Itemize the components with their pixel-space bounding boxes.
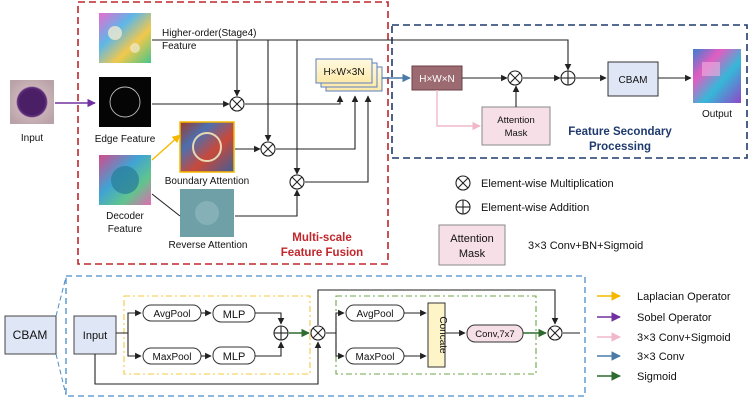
add-node-channel (273, 325, 289, 341)
multiply-node-2 (260, 141, 276, 157)
decoder-to-reverse-line (151, 193, 181, 217)
attention-mask-line2: Mask (505, 128, 528, 139)
secondary-connections (462, 74, 692, 107)
avgpool-channel-label: AvgPool (153, 309, 190, 320)
maxpool-channel-label: MaxPool (153, 352, 192, 363)
decoder-label-line2: Feature (108, 224, 143, 235)
secondary-title-line1: Feature Secondary (568, 126, 672, 138)
mlp-1-label: MLP (223, 309, 246, 321)
cbam-expand-line-bottom (55, 353, 67, 396)
decoder-feature-image (99, 155, 151, 205)
input-label: Input (21, 133, 43, 144)
multiscale-fusion-region (77, 1, 389, 265)
cbam-block-bottom (4, 315, 57, 355)
cbam-label-bottom: CBAM (13, 328, 48, 342)
multiply-node-3 (289, 174, 305, 190)
concat-label: H×W×3N (323, 67, 364, 78)
concat-feature-block (315, 58, 383, 92)
cbam-label-top: CBAM (619, 75, 648, 86)
mlp-2-label: MLP (223, 351, 246, 363)
cbam-block-top (607, 61, 659, 97)
laplacian-arrow (151, 134, 181, 161)
multiply-node-final (547, 325, 563, 341)
higher-order-feature-image (99, 13, 151, 63)
cbam-input-label: Input (83, 330, 107, 342)
cbam-connections (94, 289, 580, 385)
cbam-expand-line-top (55, 276, 67, 317)
legend-arrow-label-3: 3×3 Conv+Sigmoid (637, 332, 731, 344)
input-image (10, 80, 54, 124)
legend-arrow-label-2: Sobel Operator (637, 312, 712, 324)
edge-feature-image (99, 77, 151, 127)
legend-add-icon (455, 199, 471, 215)
multiply-node-channel (310, 325, 326, 341)
legend-add-label: Element-wise Addition (481, 202, 589, 214)
hwn-label: H×W×N (419, 74, 455, 85)
conv-sigmoid-arrow (436, 90, 481, 131)
conv7x7-label: Conv,7x7 (475, 329, 514, 340)
avgpool-spatial-label: AvgPool (356, 309, 393, 320)
secondary-processing-region (391, 24, 748, 159)
decoder-label-line1: Decoder (106, 211, 144, 222)
legend-mask-line1: Attention (450, 233, 493, 245)
higher-order-label-line2: Feature (162, 41, 197, 52)
reverse-attention-image (180, 189, 234, 237)
legend-arrow-label-5: Sigmoid (637, 371, 677, 383)
legend-multiply-label: Element-wise Multiplication (481, 178, 614, 190)
legend-arrow-label-4: 3×3 Conv (637, 351, 685, 363)
boundary-attention-image (179, 121, 235, 173)
fusion-connections (152, 39, 572, 217)
legend-mask-desc: 3×3 Conv+BN+Sigmoid (528, 240, 643, 252)
higher-order-label-line1: Higher-order(Stage4) (162, 28, 257, 39)
boundary-attention-label: Boundary Attention (165, 176, 250, 187)
legend-mask-box (438, 224, 506, 266)
fusion-title-line1: Multi-scale (292, 232, 351, 244)
legend-mask-line2: Mask (459, 248, 486, 260)
legend-multiply-icon (455, 175, 471, 191)
output-label: Output (702, 109, 732, 120)
secondary-title-line2: Processing (589, 141, 651, 153)
edge-feature-label: Edge Feature (95, 134, 156, 145)
add-node-secondary (560, 70, 576, 86)
concate-label: Concate (437, 316, 448, 354)
attention-mask-block (481, 106, 551, 146)
fusion-title-line2: Feature Fusion (281, 247, 363, 259)
legend-arrow-label-1: Laplacian Operator (637, 291, 731, 303)
reverse-attention-label: Reverse Attention (169, 240, 248, 251)
multiply-node-1 (229, 96, 245, 112)
cbam-input-block (73, 315, 117, 355)
concate-block (427, 302, 446, 368)
spatial-attention-region (335, 295, 537, 375)
channel-attention-region (123, 295, 311, 375)
maxpool-spatial-label: MaxPool (356, 352, 395, 363)
multiply-node-secondary (507, 70, 523, 86)
attention-mask-line1: Attention (497, 115, 535, 126)
output-image (693, 49, 741, 103)
